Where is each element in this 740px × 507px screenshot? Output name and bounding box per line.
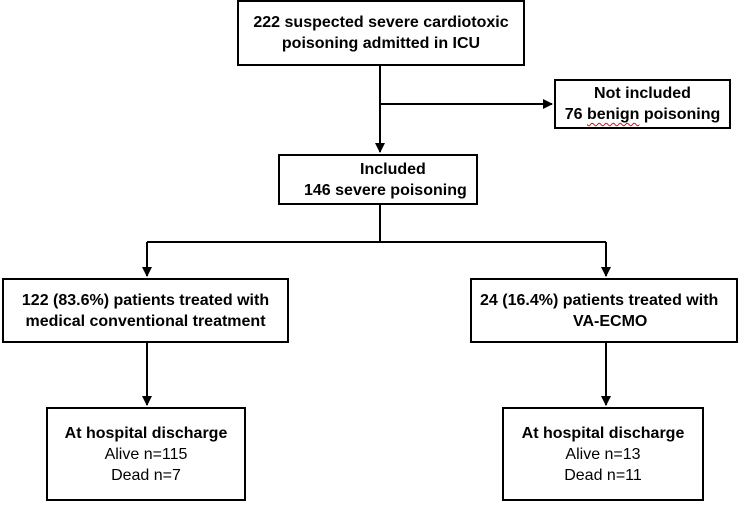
included-count: 146 severe poisoning <box>304 181 467 199</box>
outcome-ecmo-title: At hospital discharge <box>521 424 685 442</box>
admitted-line-1: 222 suspected severe cardiotoxic <box>253 14 509 31</box>
admitted-line-2: poisoning admitted in ICU <box>281 35 481 52</box>
outcome-conventional-title: At hospital discharge <box>64 424 228 442</box>
outcome-conventional-box: At hospital discharge Alive n=115 Dead n… <box>46 407 246 501</box>
not-included-box: Not included 76 benign poisoning <box>554 79 731 129</box>
not-included-count: 76 <box>564 106 583 123</box>
conventional-line-1: 122 (83.6%) patients treated with <box>21 291 270 309</box>
admitted-box: 222 suspected severe cardiotoxic poisoni… <box>237 0 525 66</box>
outcome-ecmo-dead: Dead n=11 <box>564 466 642 484</box>
ecmo-line-2: VA-ECMO <box>573 312 648 330</box>
not-included-detail: 76 benign poisoning <box>565 104 721 125</box>
outcome-conventional-alive: Alive n=115 <box>104 445 188 463</box>
outcome-ecmo-alive: Alive n=13 <box>565 445 641 463</box>
included-title: Included <box>360 160 426 178</box>
not-included-title: Not included <box>594 85 691 102</box>
not-included-rest: poisoning <box>643 106 721 123</box>
conventional-line-2: medical conventional treatment <box>25 312 266 330</box>
outcome-ecmo-box: At hospital discharge Alive n=13 Dead n=… <box>502 407 704 501</box>
conventional-box: 122 (83.6%) patients treated with medica… <box>2 278 289 343</box>
ecmo-box: 24 (16.4%) patients treated with VA-ECMO <box>470 278 738 343</box>
outcome-conventional-dead: Dead n=7 <box>111 466 181 484</box>
ecmo-line-1: 24 (16.4%) patients treated with <box>480 291 719 309</box>
not-included-benign: benign <box>586 106 640 123</box>
included-box: Included 146 severe poisoning <box>278 154 478 205</box>
